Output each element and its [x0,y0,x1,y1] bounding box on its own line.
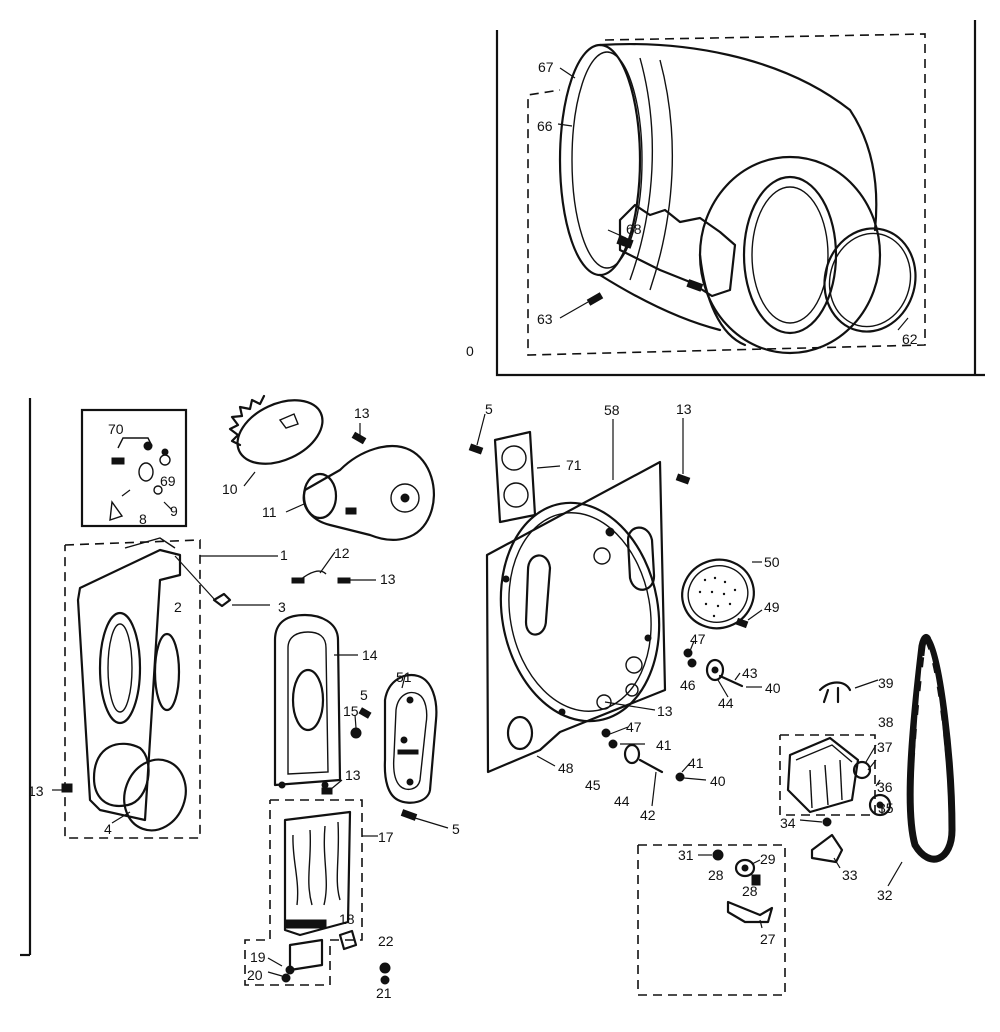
callout-11: 11 [262,504,277,520]
callout-41-top: 41 [656,737,672,753]
drum-frame-line [495,30,985,377]
motor-assembly: 39 38 37 36 35 34 33 [779,675,894,883]
callout-35: 35 [878,800,894,816]
callout-37: 37 [877,739,893,755]
rear-filter: 50 49 [681,554,780,630]
callout-38: 38 [878,714,894,730]
callout-33: 33 [842,867,858,883]
callout-71: 71 [566,457,582,473]
callout-10: 10 [222,481,238,497]
callout-17: 17 [378,829,394,845]
callout-67: 67 [538,59,554,75]
callout-47-bottom: 47 [626,719,642,735]
callout-69: 69 [160,473,176,489]
drum-baffle [616,203,737,298]
callout-9: 9 [170,503,178,519]
callout-29: 29 [760,851,776,867]
callout-44-top: 44 [718,695,734,711]
callout-8: 8 [139,511,147,527]
callout-18: 18 [339,911,355,927]
callout-5-bottom: 5 [452,821,460,837]
callout-63: 63 [537,311,553,327]
rear-panel: 58 48 13 [485,402,673,776]
callout-13-rear: 13 [676,401,692,417]
callout-21: 21 [376,985,392,1001]
callout-12: 12 [334,545,350,561]
callout-31: 31 [678,847,694,863]
callout-4: 4 [104,821,112,837]
blower-wheel [236,399,324,465]
blower-housing [302,445,435,541]
callout-34: 34 [780,815,796,831]
front-seal-2 [153,632,181,712]
callout-3: 3 [278,599,286,615]
callout-28-left: 28 [708,867,724,883]
drum [558,42,882,355]
callout-15: 15 [343,703,359,719]
heater-assembly: 17 18 19 20 22 21 [244,799,394,1001]
callout-5-left: 5 [360,687,368,703]
callout-46: 46 [680,677,696,693]
idler-parts: 47 46 43 40 44 47 41 41 40 45 44 42 [585,631,781,823]
drum-dashed-boundary [527,33,926,356]
lint-cover: 51 5 15 5 [343,669,460,837]
exhaust-duct: 12 13 14 13 [273,545,396,795]
idler-arm-kit: 31 28 29 28 27 [637,844,786,996]
drum-group: 67 66 68 63 62 0 [466,20,985,377]
front-bulkhead: 1 2 3 13 4 [28,537,288,839]
callout-40-top: 40 [765,680,781,696]
callout-13-duct-bottom: 13 [345,767,361,783]
callout-2: 2 [174,599,182,615]
callout-45: 45 [585,777,601,793]
callout-27: 27 [760,931,776,947]
callout-36: 36 [877,779,893,795]
callout-58: 58 [604,402,620,418]
callout-68: 68 [626,221,642,237]
callout-13-bulkhead: 13 [28,783,44,799]
callout-66: 66 [537,118,553,134]
drum-seal-ring [823,227,917,333]
callout-22: 22 [378,933,394,949]
callout-39: 39 [878,675,894,691]
callout-14: 14 [362,647,378,663]
callout-13-panel: 13 [657,703,673,719]
callout-51: 51 [396,669,412,685]
callout-0: 0 [466,343,474,359]
drive-belt: 32 [877,634,956,903]
callout-48: 48 [558,760,574,776]
callout-41-bottom: 41 [688,755,704,771]
callout-49: 49 [764,599,780,615]
callout-5-gasket: 5 [485,401,493,417]
callout-32: 32 [877,887,893,903]
callout-50: 50 [764,554,780,570]
front-seal-4 [123,758,187,832]
callout-1: 1 [280,547,288,563]
callout-13-blower: 13 [354,405,370,421]
callout-44-bottom: 44 [614,793,630,809]
callout-19: 19 [250,949,266,965]
callout-42: 42 [640,807,656,823]
callout-47-top: 47 [690,631,706,647]
callout-62: 62 [902,331,918,347]
callout-43: 43 [742,665,758,681]
callout-28-right: 28 [742,883,758,899]
callout-40-bottom: 40 [710,773,726,789]
blower-assembly: 10 11 13 [222,394,435,541]
callout-13-duct: 13 [380,571,396,587]
callout-20: 20 [247,967,263,983]
callout-70: 70 [108,421,124,437]
hardware-kit: 70 69 8 9 [80,408,188,528]
